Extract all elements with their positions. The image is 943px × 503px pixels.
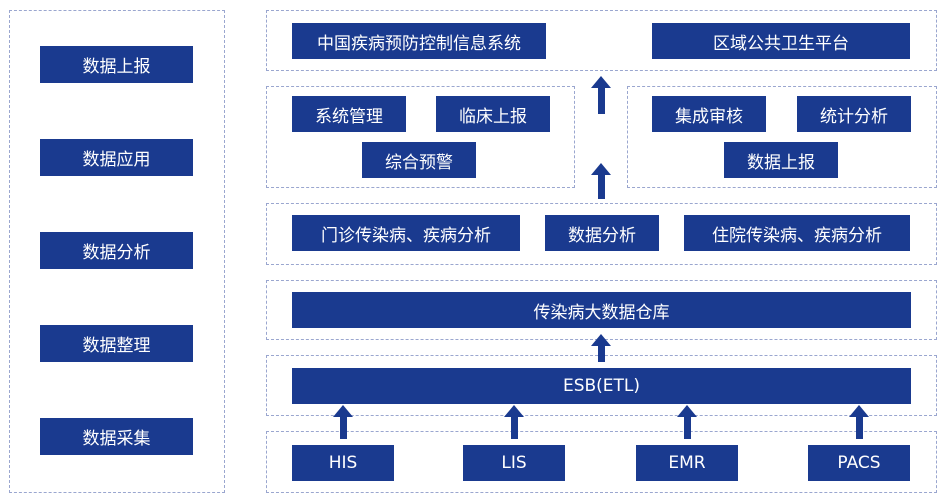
up-arrow-icon — [591, 76, 611, 114]
pacs-box: PACS — [808, 445, 910, 481]
up-arrow-icon — [677, 405, 697, 439]
data-warehouse-box: 传染病大数据仓库 — [292, 292, 911, 328]
esb-etl-box: ESB(ETL) — [292, 368, 911, 404]
statistical-analysis-box: 统计分析 — [797, 96, 911, 132]
left-item-collect: 数据采集 — [40, 418, 193, 455]
up-arrow-icon — [591, 334, 611, 362]
his-box: HIS — [292, 445, 394, 481]
clinical-report-box: 临床上报 — [436, 96, 550, 132]
left-item-organize: 数据整理 — [40, 325, 193, 362]
inpatient-analysis-box: 住院传染病、疾病分析 — [684, 215, 910, 251]
left-item-application: 数据应用 — [40, 139, 193, 176]
data-analysis-box: 数据分析 — [545, 215, 659, 251]
sources-frame — [266, 431, 937, 493]
comprehensive-warning-box: 综合预警 — [362, 142, 476, 178]
regional-public-health-box: 区域公共卫生平台 — [652, 23, 910, 59]
middle-left-frame — [266, 86, 575, 188]
up-arrow-icon — [591, 163, 611, 199]
emr-box: EMR — [636, 445, 738, 481]
middle-right-frame — [627, 86, 937, 188]
up-arrow-icon — [333, 405, 353, 439]
left-item-report: 数据上报 — [40, 46, 193, 83]
lis-box: LIS — [463, 445, 565, 481]
outpatient-analysis-box: 门诊传染病、疾病分析 — [292, 215, 520, 251]
integrated-audit-box: 集成审核 — [652, 96, 766, 132]
top-row-frame — [266, 10, 937, 71]
data-report-box: 数据上报 — [724, 142, 838, 178]
up-arrow-icon — [849, 405, 869, 439]
left-column-frame — [9, 10, 225, 493]
cdc-info-system-box: 中国疾病预防控制信息系统 — [292, 23, 546, 59]
analysis-row-frame — [266, 203, 937, 265]
left-item-analysis: 数据分析 — [40, 232, 193, 269]
system-management-box: 系统管理 — [292, 96, 406, 132]
up-arrow-icon — [504, 405, 524, 439]
